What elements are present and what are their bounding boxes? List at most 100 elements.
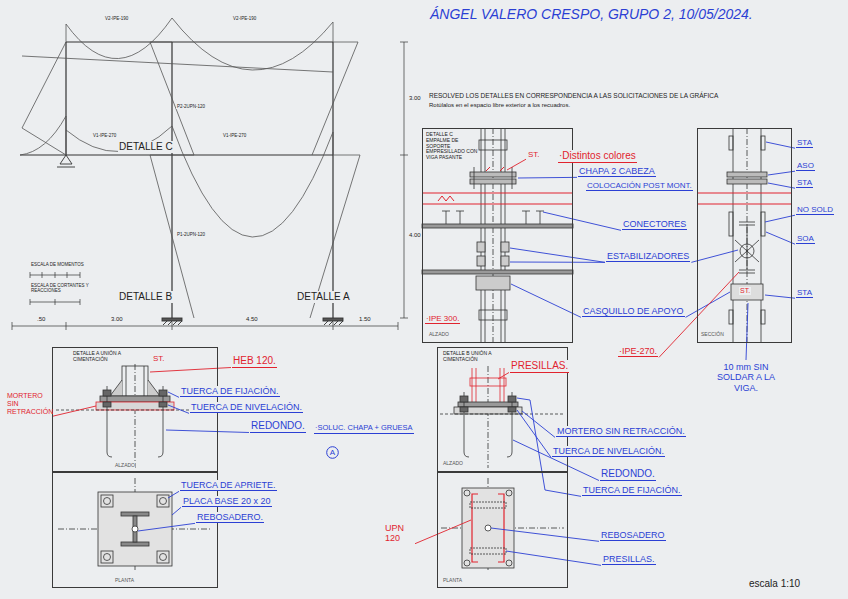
scale-caption: ESCALA DE CORTANTES Y REACCIONES xyxy=(30,283,92,293)
view-name: A xyxy=(326,448,339,457)
circle-outline xyxy=(327,447,339,459)
detail-c-elevation xyxy=(422,270,573,274)
leader-line xyxy=(765,215,795,222)
moment-diagrams xyxy=(312,42,358,155)
leader-line xyxy=(168,491,179,498)
leader-line xyxy=(168,405,189,413)
view-name: ALZADO xyxy=(443,461,463,467)
support-symbols xyxy=(324,321,343,325)
detail-c-elevation xyxy=(501,242,509,252)
view-name: ALZADO xyxy=(115,463,135,469)
detail-a-elevation xyxy=(126,366,144,396)
detail-a-elevation xyxy=(96,402,174,410)
callout-label: COLOCACIÓN POST MONT. xyxy=(586,181,693,191)
dimension-text: 3.00 xyxy=(408,95,422,102)
detail-b-elevation xyxy=(460,407,468,412)
detail-b-plan xyxy=(472,494,504,562)
detail-heading: DETALLE A UNIÓN A CIMENTACIÓN xyxy=(73,351,133,363)
detail-b-elevation xyxy=(440,414,565,415)
moment-diagrams xyxy=(20,18,360,318)
view-name: PLANTA xyxy=(115,578,134,584)
view-name: SECCIÓN xyxy=(701,332,724,338)
detail-c-section xyxy=(727,128,767,343)
support-symbols xyxy=(60,155,72,164)
callout-label: CONECTORES xyxy=(622,219,687,230)
member-label: V1-IPE-270 xyxy=(222,133,247,138)
detail-b-elevation xyxy=(458,402,518,407)
detail-a-elevation xyxy=(159,390,167,396)
moment-diagrams xyxy=(66,126,333,237)
callout-label: ·IPE 300. xyxy=(425,314,460,324)
detail-c-elevation xyxy=(501,256,509,266)
support-symbols xyxy=(163,321,182,325)
instruction-note: Rotúlalos en el espacio libre exterior a… xyxy=(428,102,571,109)
detail-c-section xyxy=(761,212,765,236)
callout-label: TUERCA DE NIVELACIÓN. xyxy=(190,402,303,413)
detail-c-elevation xyxy=(493,128,494,343)
detail-a-elevation xyxy=(100,396,170,402)
leader-line xyxy=(150,368,231,373)
callout-label: TUERCA DE FIJACIÓN. xyxy=(180,386,280,397)
callout-label: TUERCA DE NIVELACIÓN. xyxy=(552,446,665,457)
leader-line xyxy=(510,248,605,262)
leader-line xyxy=(765,295,795,298)
dimension-lines xyxy=(12,326,398,327)
detail-c-section xyxy=(739,222,755,273)
callout-label: ·IPE-270. xyxy=(618,346,658,357)
scale-bars xyxy=(30,272,80,278)
leader-line xyxy=(168,392,179,397)
member-label: V1-IPE-270 xyxy=(92,133,117,138)
detail-c-elevation xyxy=(479,140,507,150)
leader-line xyxy=(138,523,195,531)
callout-label: REDONDO. xyxy=(250,420,306,433)
dimension-lines xyxy=(400,42,408,318)
detail-c-section xyxy=(731,284,763,300)
detail-c-section xyxy=(727,172,767,177)
dimension-lines xyxy=(12,322,398,330)
detail-a-elevation xyxy=(103,390,111,396)
detail-c-elevation xyxy=(477,256,485,266)
leader-line xyxy=(543,212,621,230)
detail-a-plan xyxy=(58,478,212,570)
leader-line xyxy=(491,528,599,541)
detail-a-plan xyxy=(104,554,111,561)
detail-b-elevation xyxy=(508,407,516,412)
detail-panel: DETALLE C EMPALME DE SOPORTE EMPRESILLAD… xyxy=(422,128,573,343)
slab-lines xyxy=(422,193,792,204)
leader-line xyxy=(768,171,795,175)
detail-a-plan xyxy=(133,516,137,542)
detail-b-elevation xyxy=(440,366,565,468)
detail-c-elevation xyxy=(476,276,510,290)
callout-label: ST. xyxy=(739,287,751,295)
callout-label: REBOSADERO. xyxy=(196,512,264,523)
detail-c-section xyxy=(729,212,733,236)
callout-label: REDONDO. xyxy=(600,468,656,481)
moment-diagrams xyxy=(20,116,66,155)
member-label: P1-2UPN-120 xyxy=(176,232,206,237)
callout-label: UPN 120 xyxy=(384,523,414,544)
scale-bars xyxy=(30,299,80,305)
detail-c-section xyxy=(727,179,767,184)
callout-label: ·Distintos colores xyxy=(558,150,637,163)
leader-line xyxy=(766,142,795,148)
dimension-text: .50 xyxy=(36,316,46,323)
detail-c-elevation xyxy=(477,242,485,252)
detail-a-plan xyxy=(157,495,169,507)
moment-diagrams xyxy=(22,42,66,155)
detail-a-plan xyxy=(98,492,172,566)
callout-label: STA xyxy=(796,138,813,148)
support-symbols xyxy=(323,318,343,321)
detail-b-plan xyxy=(470,502,506,508)
callout-label: NO SOLD xyxy=(796,205,834,215)
callout-label: HEB 120. xyxy=(232,355,277,368)
support-symbols xyxy=(162,318,182,321)
detail-b-plan xyxy=(441,478,564,570)
scale-caption: ESCALA DE MOMENTOS xyxy=(30,262,85,267)
leader-line xyxy=(507,159,526,170)
member-label: V2-IPE-190 xyxy=(232,16,257,21)
detail-c-elevation xyxy=(481,290,505,343)
detail-a-plan xyxy=(132,526,138,532)
slab-lines xyxy=(438,196,454,201)
